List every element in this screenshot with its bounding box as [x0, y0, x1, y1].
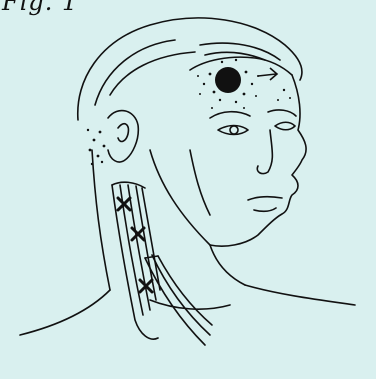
trigger-x-middle	[132, 228, 144, 240]
pain-pattern-ear	[87, 129, 106, 165]
eye-right	[275, 122, 295, 130]
lower-lip	[254, 208, 276, 211]
hair-strand	[110, 52, 195, 95]
shoulder-right	[245, 285, 355, 305]
cheek-line	[190, 150, 210, 215]
neck-back	[92, 150, 110, 290]
mouth	[248, 197, 282, 200]
nose	[257, 130, 272, 174]
ear-inner	[118, 124, 128, 142]
ear	[108, 111, 138, 162]
hair-outline	[78, 18, 302, 120]
jaw-line	[150, 150, 210, 245]
eyebrow-right	[268, 110, 296, 116]
pain-pattern-forehead	[197, 59, 291, 109]
shoulder-left	[20, 290, 110, 335]
hair-front	[190, 57, 292, 75]
neck-front	[210, 245, 245, 285]
eyebrow-left	[210, 112, 250, 118]
clavicle	[150, 300, 230, 309]
hair-strand	[95, 40, 175, 105]
eye-left-pupil	[230, 126, 238, 134]
face-profile	[210, 75, 306, 246]
pain-arrow	[258, 68, 277, 80]
